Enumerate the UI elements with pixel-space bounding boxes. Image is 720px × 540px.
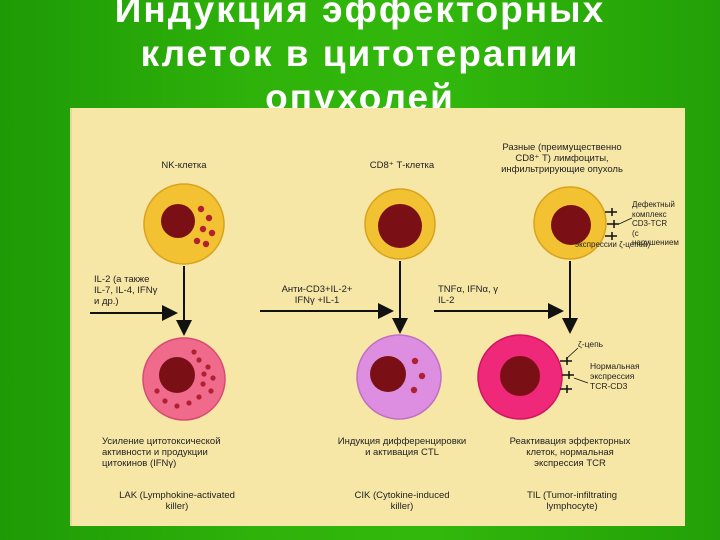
cd8-header: CD8⁺ Т-клетка: [327, 160, 477, 171]
nk-effect-line-2: активности и продукции: [102, 447, 208, 458]
normal-note-line-1: Нормальная: [590, 361, 640, 371]
nk-cell-type: LAK (Lymphokine-activated killer): [102, 490, 252, 512]
nk-resting-cell: [143, 183, 225, 265]
nk-stimulus-line-1: IL-2 (а также: [94, 274, 150, 285]
cd8-effect: Индукция дифференцировки и активация CTL: [322, 436, 482, 458]
lak-activated-cell: [142, 337, 226, 421]
cd8-resting-cell: [364, 188, 436, 260]
nk-stimulus-line-3: и др.): [94, 296, 119, 307]
til-cell-type: TIL (Tumor-infiltrating lymphocyte): [492, 490, 652, 512]
zeta-chain-label: ζ-цепь: [578, 339, 604, 349]
cd8-header-line: CD8⁺ Т-клетка: [369, 160, 435, 171]
cd8-stimulus: Анти-CD3+IL-2+ IFNγ +IL-1: [257, 284, 377, 306]
normal-note: Нормальная экспрессия TCR-CD3: [590, 361, 682, 391]
normal-pointer: [573, 377, 589, 384]
cik-activated-cell: [356, 334, 442, 420]
cd8-cell-type-line-1: CIK (Cytokine-induced: [354, 490, 450, 501]
nk-stimulus: IL-2 (а также IL-7, IL-4, IFNγ и др.): [94, 274, 184, 307]
defect-note-line-2: комплекс: [632, 209, 667, 219]
nk-header: NK-клетка: [114, 160, 254, 171]
til-header-line-2: CD8⁺ Т) лимфоциты,: [515, 153, 609, 164]
cd8-cell-type: CIK (Cytokine-induced killer): [327, 490, 477, 512]
cd8-stimulus-line-1: Анти-CD3+IL-2+: [281, 284, 353, 295]
defect-pointer: [618, 217, 633, 225]
nk-header-line: NK-клетка: [161, 160, 207, 171]
nk-cell-type-line-1: LAK (Lymphokine-activated: [119, 490, 235, 501]
defect-note-line-3: CD3-TCR: [632, 219, 668, 228]
cd8-effect-line-1: Индукция дифференцировки: [337, 436, 467, 447]
diagram-graphics: [90, 183, 633, 421]
til-cell-type-line-2: lymphocyte): [546, 501, 598, 512]
nk-stimulus-line-2: IL-7, IL-4, IFNγ: [94, 285, 158, 296]
normal-note-line-2: экспрессия: [590, 371, 635, 381]
diagram-panel: NK-клетка CD8⁺ Т-клетка Разные (преимуще…: [70, 108, 685, 526]
til-effect-line-2: клеток, нормальная: [526, 447, 614, 458]
defect-note-line-5: экспрессии ζ-цепей): [575, 240, 651, 249]
til-header-line-3: инфильтрирующие опухоль: [501, 164, 623, 175]
cd8-cell-type-line-2: killer): [390, 501, 414, 512]
til-effect: Реактивация эффекторных клеток, нормальн…: [490, 436, 650, 469]
til-header-line-1: Разные (преимущественно: [502, 142, 622, 153]
til-header: Разные (преимущественно CD8⁺ Т) лимфоцит…: [477, 142, 647, 175]
nk-effect: Усиление цитотоксической активности и пр…: [102, 436, 262, 469]
nk-effect-line-3: цитокинов (IFNγ): [102, 458, 177, 469]
defect-note-line-4: (с нарушением: [632, 228, 679, 248]
til-cell-type-line-1: TIL (Tumor-infiltrating: [526, 490, 618, 501]
til-effect-line-3: экспрессия TCR: [534, 458, 606, 469]
cd8-effect-line-2: и активация CTL: [365, 447, 439, 458]
cd8-stimulus-line-2: IFNγ +IL-1: [294, 295, 340, 306]
nk-effect-line-1: Усиление цитотоксической: [102, 436, 221, 447]
til-stimulus: TNFα, IFNα, γ IL-2: [438, 284, 548, 306]
slide-title: Индукция эффекторных клеток в цитотерапи…: [0, 0, 720, 120]
zeta-pointer: [565, 347, 579, 360]
til-effect-line-1: Реактивация эффекторных: [509, 436, 631, 447]
til-resting-cell: [533, 186, 619, 260]
defect-note-line-1: Дефектный: [632, 200, 675, 209]
title-line-1: Индукция эффекторных: [114, 0, 606, 30]
til-activated-cell: [477, 334, 574, 420]
title-line-2: клеток в цитотерапии: [140, 33, 580, 74]
nk-cell-type-line-2: killer): [165, 501, 189, 512]
defect-note-tail: экспрессии ζ-цепей): [575, 240, 683, 250]
til-stimulus-line-2: IL-2: [438, 295, 455, 306]
normal-note-line-3: TCR-CD3: [590, 381, 628, 391]
til-stimulus-line-1: TNFα, IFNα, γ: [438, 284, 499, 295]
defect-note: Дефектный комплекс CD3-TCR (с нарушением: [632, 200, 684, 248]
